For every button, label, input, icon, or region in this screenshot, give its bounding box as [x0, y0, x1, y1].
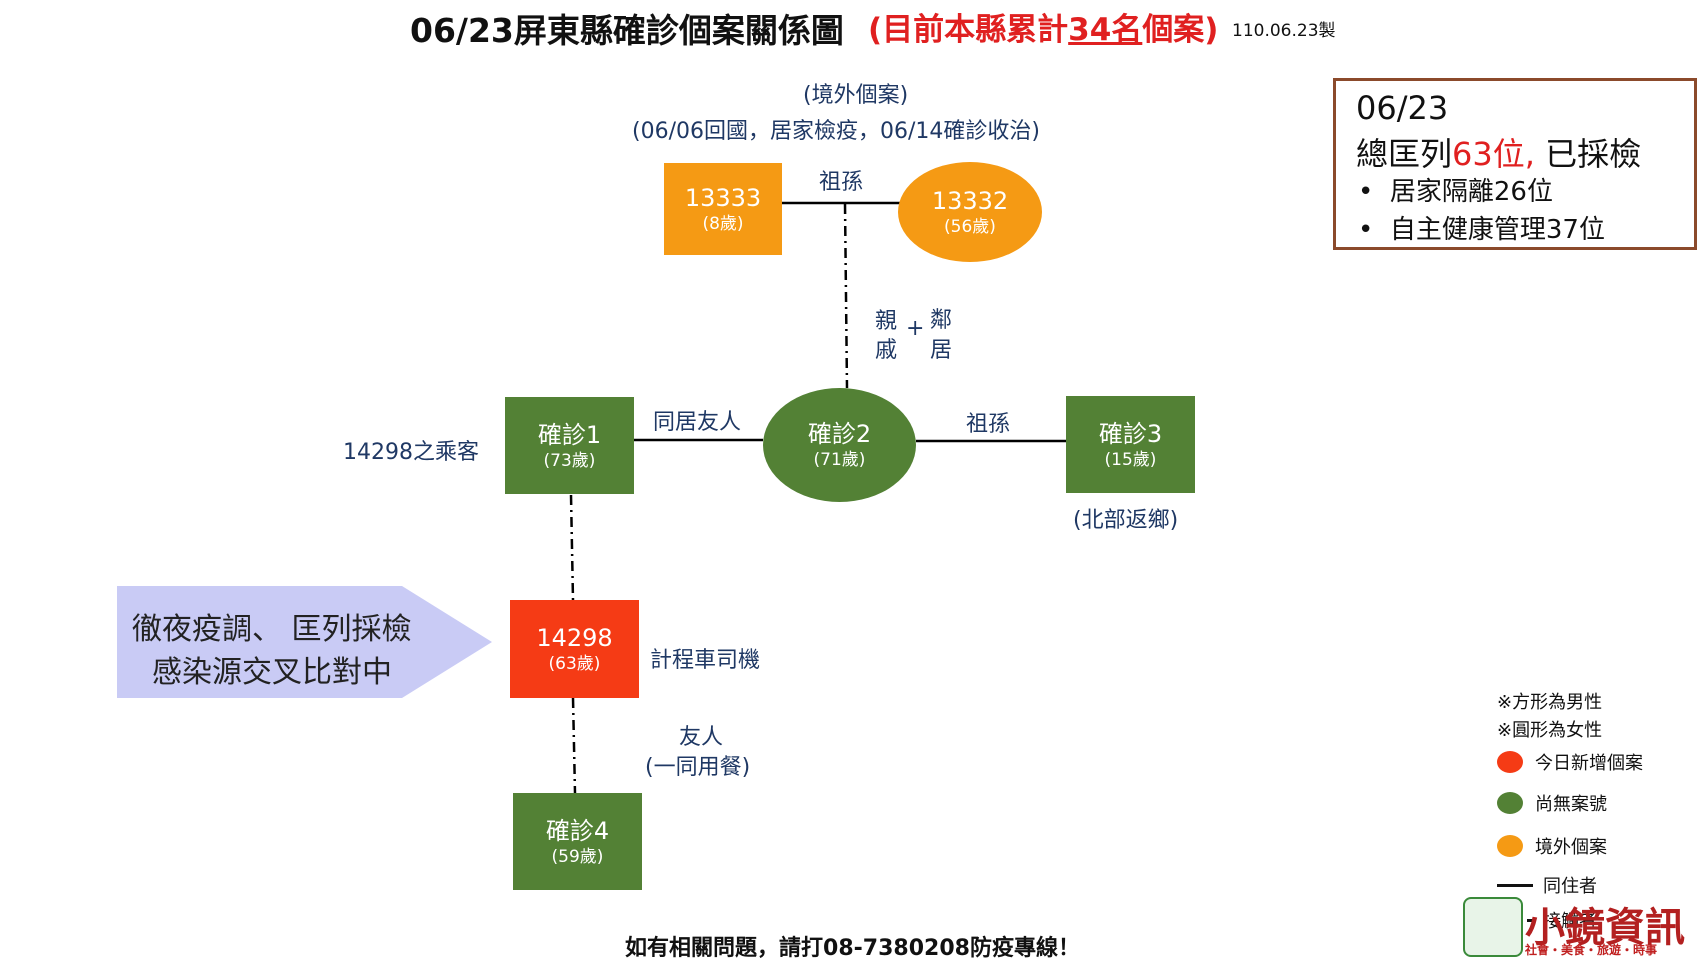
relation-relatives-1: 親: [875, 309, 898, 334]
legend-note-circle: ※圓形為女性: [1497, 720, 1603, 741]
investigation-arrow: [117, 586, 492, 698]
line-top-to-confirmed2: [843, 203, 849, 389]
node-case-13333: 13333 (8歲): [664, 163, 782, 255]
title-total-count: (目前本縣累計34名個案): [868, 12, 1219, 48]
legend-dot-green: [1497, 792, 1523, 814]
title-main: 06/23屏東縣確診個案關係圖: [410, 11, 844, 50]
overseas-group-detail: (06/06回國，居家檢疫，06/14確診收治): [632, 119, 1040, 144]
overseas-group-label: (境外個案): [803, 83, 909, 108]
node-confirmed-4: 確診4 (59歲): [513, 793, 642, 890]
summary-date: 06/23: [1356, 89, 1449, 127]
watermark-logo: 小鏡資訊 社會・美食・旅遊・時事: [1463, 895, 1703, 957]
legend-solid-line: [1497, 883, 1533, 887]
legend-note-square: ※方形為男性: [1497, 692, 1603, 713]
legend-overseas: 境外個案: [1497, 832, 1607, 860]
node-case-14298: 14298 (63歲): [510, 600, 639, 698]
relation-friend: 友人: [679, 725, 724, 750]
annotation-taxi-driver: 計程車司機: [650, 648, 761, 673]
node-confirmed-1: 確診1 (73歲): [505, 397, 634, 494]
relation-plus: +: [906, 316, 925, 341]
line-14298-confirmed4: [571, 697, 577, 794]
node-confirmed-3: 確診3 (15歲): [1066, 396, 1195, 493]
relation-grandparent-mid: 祖孫: [966, 412, 1011, 437]
arrow-text-line2: 感染源交叉比對中: [152, 655, 392, 690]
relation-meal: (一同用餐): [645, 755, 751, 780]
summary-total: 總匡列63位, 已採檢: [1356, 135, 1642, 173]
line-confirmed1-14298: [569, 494, 575, 601]
logo-badge-icon: [1463, 897, 1523, 957]
arrow-text-line1: 徹夜疫調、 匡列採檢: [132, 612, 412, 647]
relation-roommate-friend: 同居友人: [653, 410, 742, 435]
summary-box: 06/23 總匡列63位, 已採檢 • 居家隔離26位 • 自主健康管理37位: [1333, 78, 1697, 250]
annotation-passenger: 14298之乘客: [343, 440, 479, 465]
relation-relatives-2: 戚: [875, 338, 898, 363]
relation-neighbors-2: 居: [930, 338, 953, 363]
node-case-13332: 13332 (56歲): [898, 162, 1042, 262]
logo-name: 小鏡資訊: [1525, 905, 1685, 951]
summary-bullet-2: • 自主健康管理37位: [1358, 215, 1605, 245]
summary-bullet-1: • 居家隔離26位: [1358, 177, 1553, 207]
page-title: 06/23屏東縣確診個案關係圖 (目前本縣累計34名個案) 110.06.23製: [0, 4, 1705, 50]
legend-dot-red: [1497, 751, 1523, 773]
legend-no-number: 尚無案號: [1497, 789, 1607, 817]
title-made-date: 110.06.23製: [1232, 21, 1336, 41]
annotation-north-return: (北部返鄉): [1073, 508, 1179, 533]
legend-new-case: 今日新增個案: [1497, 748, 1643, 776]
legend-dot-orange: [1497, 835, 1523, 857]
legend-cohabitant: 同住者: [1497, 871, 1597, 899]
logo-tagline: 社會・美食・旅遊・時事: [1525, 943, 1658, 957]
node-confirmed-2: 確診2 (71歲): [763, 388, 916, 502]
relation-grandparent-top: 祖孫: [819, 170, 864, 195]
relation-neighbors-1: 鄰: [930, 308, 953, 333]
footer-hotline: 如有相關問題，請打08-7380208防疫專線！: [625, 936, 1080, 961]
